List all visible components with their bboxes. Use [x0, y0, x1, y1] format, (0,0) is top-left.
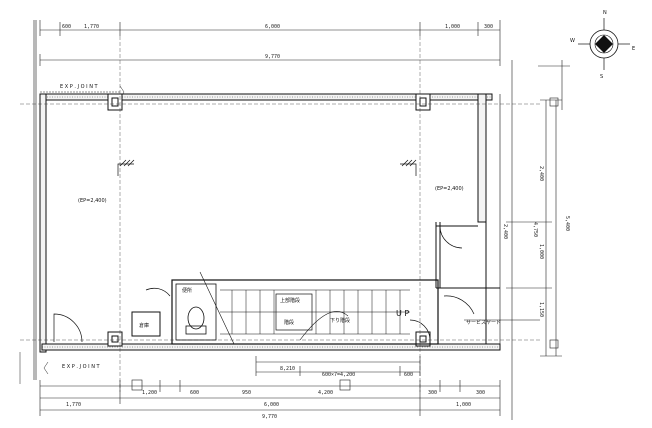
stair-label-1: 上部階段: [280, 297, 300, 304]
room-main-label: (EP=2,400): [78, 198, 107, 204]
stair-label-2: 階段: [284, 319, 294, 326]
room-right-label: (EP=2,400): [435, 186, 464, 192]
compass-east-label: E: [632, 46, 635, 52]
exp-joint-top-label: E X P . J O I N T: [60, 84, 99, 90]
right-partition: [435, 222, 500, 289]
top-dimension-lines: [39, 20, 501, 66]
dim-bottom-d2: 1,200: [142, 390, 157, 396]
interior-markers: [117, 159, 417, 176]
dim-top-3: 6,000: [265, 24, 280, 30]
dim-bottom-d4: 4,200: [318, 390, 333, 396]
storage-box: [131, 311, 161, 337]
dim-bottom-b: 600×7=4,200: [322, 372, 355, 378]
dim-top-2: 1,770: [84, 24, 99, 30]
door-swings: [53, 225, 475, 343]
dim-right-1: 2,400: [538, 166, 544, 181]
dim-bottom-e1: 1,770: [66, 402, 81, 408]
dim-top-4: 1,000: [445, 24, 460, 30]
compass-north-label: N: [603, 10, 607, 16]
dim-top-5: 300: [484, 24, 493, 30]
toilet-fixture: [185, 306, 207, 335]
dim-bottom-c: 600: [404, 372, 413, 378]
dim-bottom-e3: 1,000: [456, 402, 471, 408]
bottom-dimension-lines: [39, 356, 501, 416]
dim-right-2: 4,750: [532, 222, 538, 237]
compass-icon: [578, 18, 630, 70]
dim-bottom-d5: 300: [428, 390, 437, 396]
exp-joint-bottom-label: E X P . J O I N T: [62, 364, 101, 370]
dim-top-total: 9,770: [265, 54, 280, 60]
dim-bottom-d6: 300: [476, 390, 485, 396]
dim-right-5: 1,150: [538, 302, 544, 317]
dim-right-side: 2,400: [502, 224, 508, 239]
dim-right-3: 5,400: [564, 216, 570, 231]
right-dimension-lines: [506, 60, 570, 420]
dim-bottom-e2: 6,000: [264, 402, 279, 408]
columns: [107, 93, 431, 347]
dim-bottom-d3: 600: [190, 390, 199, 396]
up-label: U P: [396, 309, 409, 318]
stair-block: [171, 271, 439, 345]
dim-left-side: 950: [242, 390, 251, 396]
service-yard-label: サービスヤード: [466, 319, 501, 326]
compass-west-label: W: [570, 38, 575, 44]
compass-south-label: S: [600, 74, 603, 80]
stair-label-3: 下り階段: [330, 317, 350, 324]
dim-bottom-a: 8,210: [280, 366, 295, 372]
storage-label: 倉庫: [139, 322, 149, 329]
grid-lines: [20, 36, 540, 392]
dim-top-1: 600: [62, 24, 71, 30]
dim-bottom-total: 9,770: [262, 414, 277, 420]
dim-right-4: 1,000: [538, 244, 544, 259]
toilet-label: 便所: [182, 287, 192, 294]
